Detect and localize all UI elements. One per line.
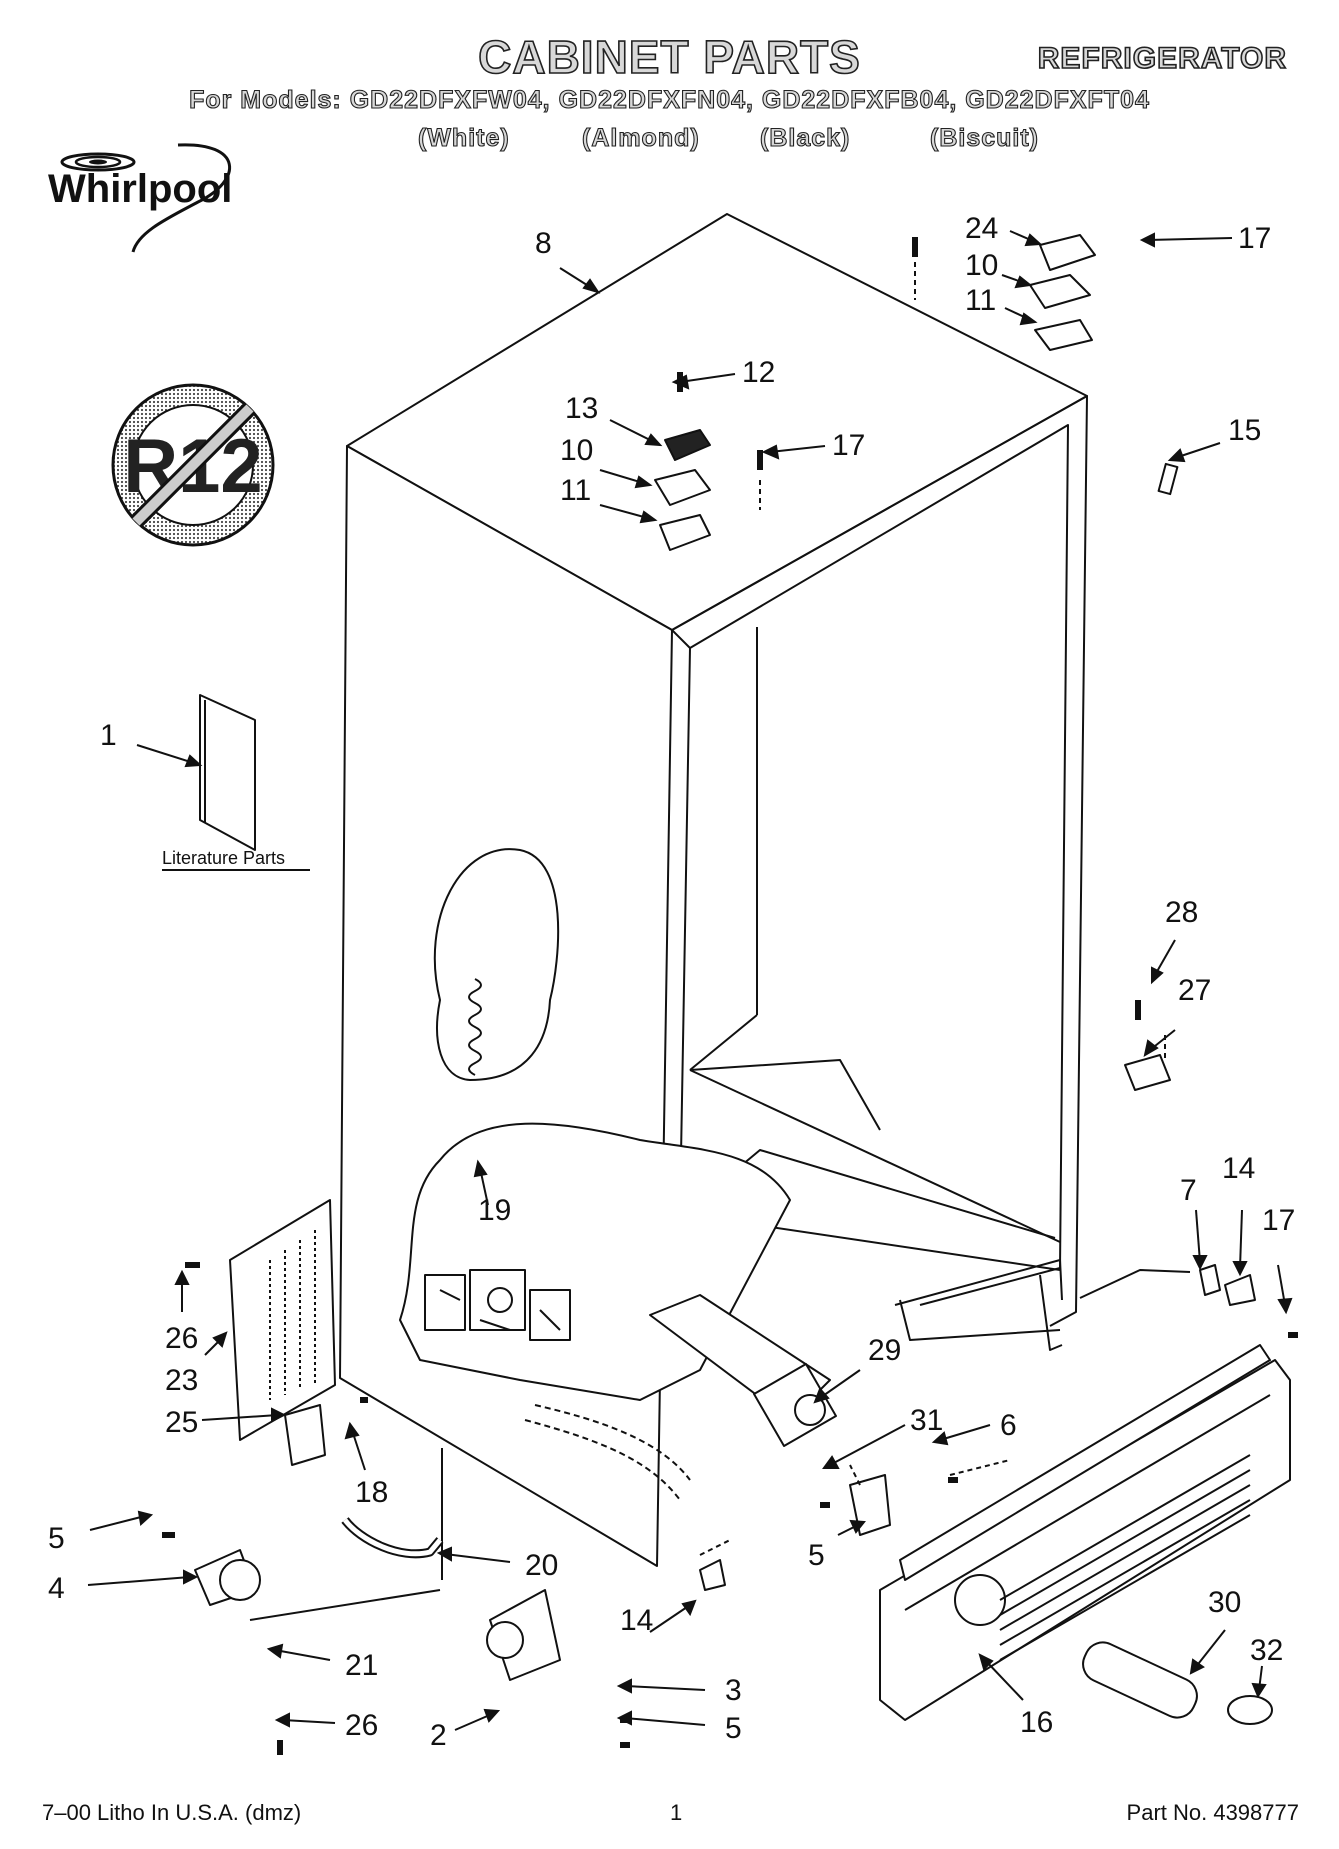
appliance-type: REFRIGERATOR [1037,41,1287,76]
no-r12-badge: R12 [111,383,275,547]
callout-27: 27 [1178,974,1211,1007]
callout-2: 2 [430,1719,447,1752]
color-biscuit: (Biscuit) [929,123,1039,152]
callout-11-mid: 11 [560,474,591,507]
color-almond: (Almond) [581,123,700,152]
callout-16: 16 [1020,1706,1053,1739]
callout-4: 4 [48,1572,65,1605]
whirlpool-logo: Whirlpool [48,143,232,253]
models-line: For Models: GD22DFXFW04, GD22DFXFN04, GD… [189,85,1150,114]
callout-3: 3 [725,1674,742,1707]
literature-parts-label: Literature Parts [162,848,285,868]
callout-5-left: 5 [48,1522,65,1555]
callout-7: 6 [1000,1409,1017,1442]
callout-1: 1 [100,719,117,752]
callout-11-top: 11 [965,284,996,317]
callout-32: 32 [1250,1634,1283,1667]
callout-23: 23 [165,1364,198,1397]
callout-28: 28 [1165,896,1198,929]
color-black: (Black) [759,123,851,152]
callout-17-mid: 17 [832,429,865,462]
callout-10-mid: 10 [560,434,593,467]
color-white: (White) [417,123,510,152]
callout-19: 19 [478,1194,511,1227]
callout-12: 12 [742,356,775,389]
callout-30: 30 [1208,1586,1241,1619]
footer-part-number: Part No. 4398777 [1126,1800,1299,1825]
callout-18: 18 [355,1476,388,1509]
callout-29: 29 [868,1334,901,1367]
callout-8: 8 [535,227,552,260]
callout-14-right: 14 [1222,1152,1255,1185]
brand-name: Whirlpool [48,167,232,211]
callout-25: 25 [165,1406,198,1439]
callout-6: 5 [808,1539,825,1572]
page-title: CABINET PARTS [477,30,861,84]
callout-31: 31 [910,1404,943,1437]
callout-20: 20 [525,1549,558,1582]
callout-26-bottom: 26 [345,1709,378,1742]
callout-15: 15 [1228,414,1261,447]
callout-5-bottom: 5 [725,1712,742,1745]
callout-24: 24 [965,212,998,245]
callout-10-top: 10 [965,249,998,282]
callout-17-top: 17 [1238,222,1271,255]
callout-14-bottom: 14 [620,1604,653,1637]
callout-13: 13 [565,392,598,425]
footer-litho: 7–00 Litho In U.S.A. (dmz) [42,1800,302,1825]
callout-9: 7 [1180,1174,1197,1207]
callout-17-right: 17 [1262,1204,1295,1237]
callout-26-left: 26 [165,1322,198,1355]
callout-21: 21 [345,1649,378,1682]
footer-page-number: 1 [670,1800,683,1825]
